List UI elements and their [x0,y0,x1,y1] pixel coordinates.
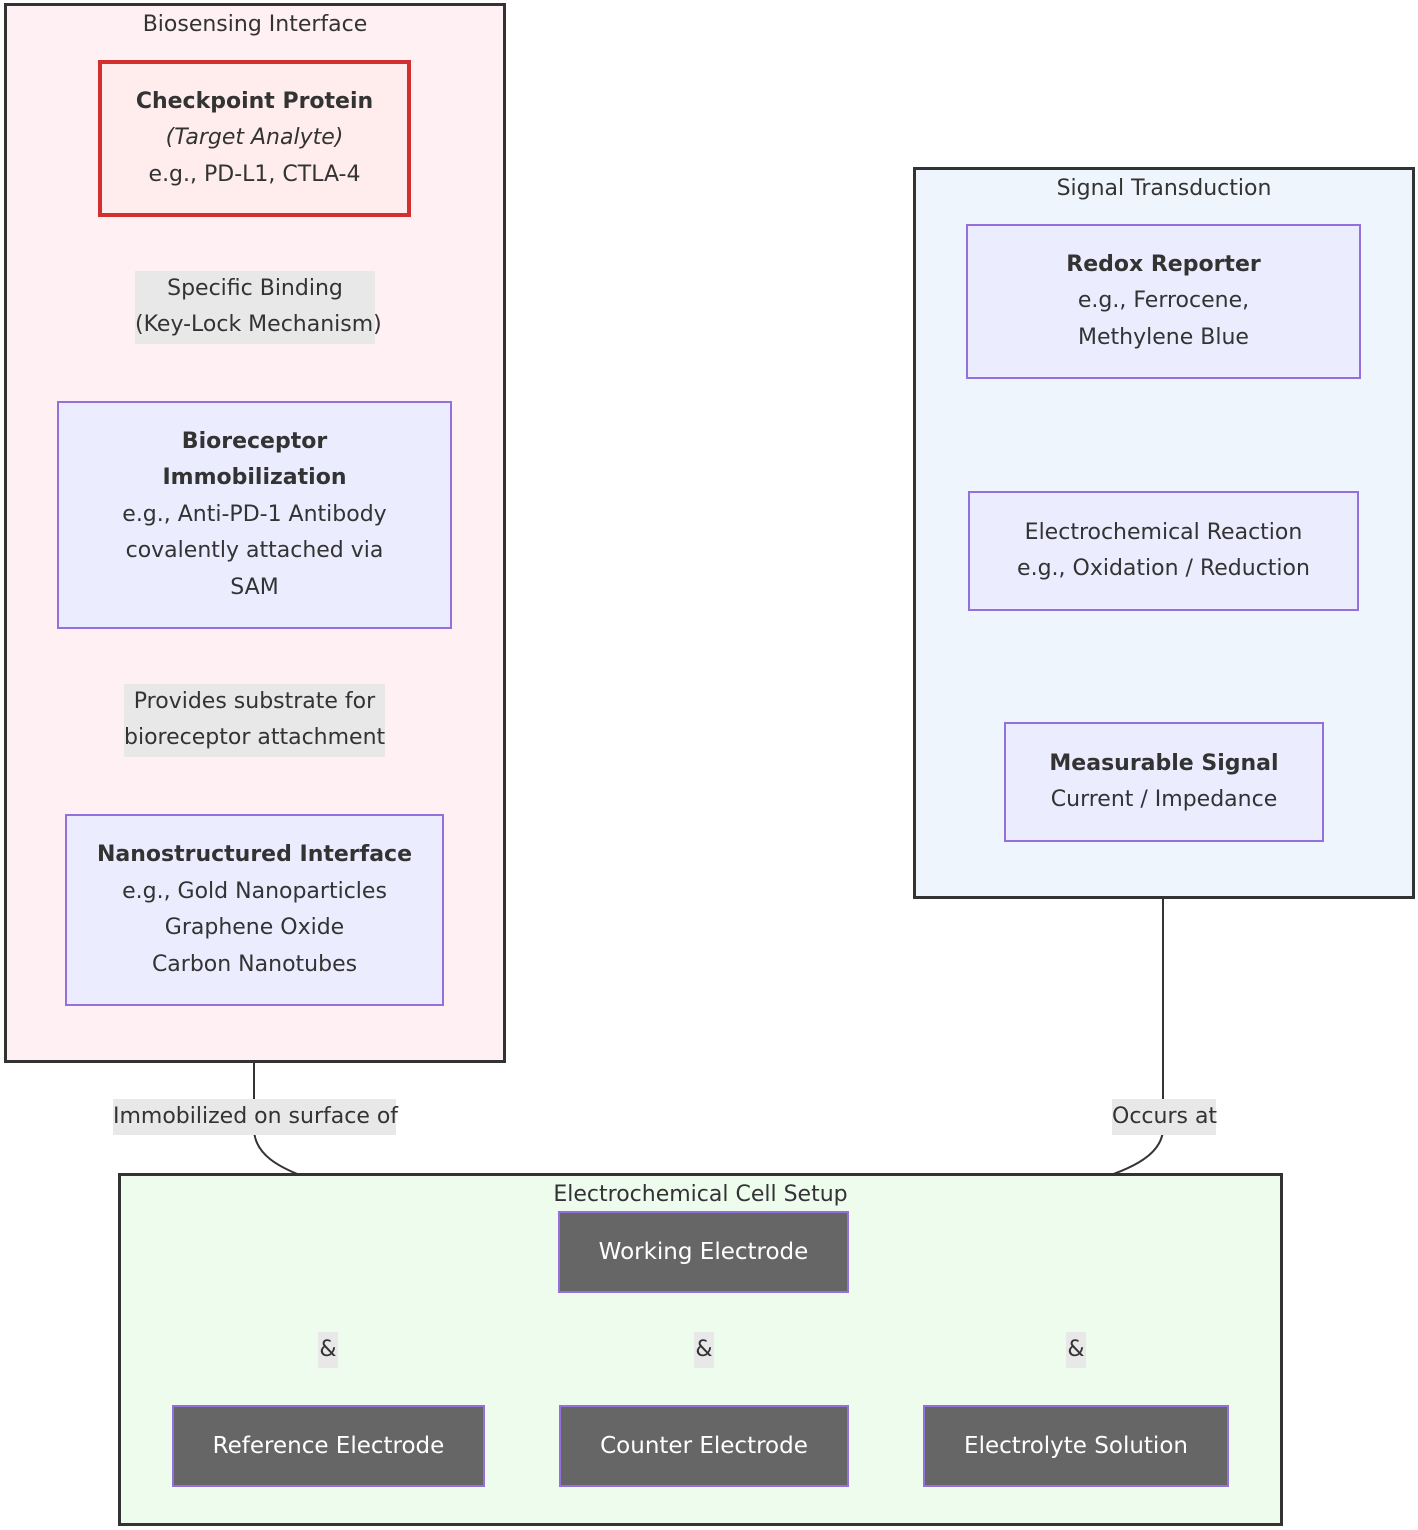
edge-label-occurs-at: Occurs at [1112,1099,1218,1135]
bioreceptor-title-line2: Immobilization [162,465,347,491]
cluster-title-signal: Signal Transduction [1056,176,1272,201]
node-redox-reporter: Redox Reporter e.g., Ferrocene, Methylen… [966,224,1361,379]
edge-label-and-electrolyte: & [1066,1332,1086,1368]
checkpoint-title: Checkpoint Protein [135,88,374,114]
nano-title: Nanostructured Interface [96,842,413,867]
node-nanostructured-interface: Nanostructured Interface e.g., Gold Nano… [65,814,444,1006]
redox-detail-line1: e.g., Ferrocene, [1077,288,1250,314]
node-electrolyte-solution: Electrolyte Solution [923,1405,1229,1487]
checkpoint-detail: e.g., PD-L1, CTLA-4 [148,161,361,187]
cluster-title-biosensing: Biosensing Interface [142,12,368,37]
edge-label-specific-binding: Specific Binding (Key-Lock Mechanism) [135,271,382,344]
node-measurable-signal: Measurable Signal Current / Impedance [1004,722,1324,842]
nano-detail-line1: e.g., Gold Nanoparticles [122,878,387,904]
bioreceptor-detail-line2: covalently attached via [125,538,384,564]
cluster-title-cell: Electrochemical Cell Setup [553,1182,848,1207]
signal-detail: Current / Impedance [1050,787,1278,812]
nano-detail-line3: Carbon Nanotubes [151,951,358,977]
bioreceptor-detail-line1: e.g., Anti-PD-1 Antibody [122,501,387,527]
reaction-line2: e.g., Oxidation / Reduction [1017,556,1310,581]
bioreceptor-title-line1: Bioreceptor [181,428,328,454]
bioreceptor-detail-line3: SAM [230,574,279,600]
node-working-electrode: Working Electrode [558,1211,849,1293]
working-electrode-label: Working Electrode [598,1239,809,1265]
and-reference-label: & [319,1337,337,1362]
binding-label-line2: (Key-Lock Mechanism) [135,312,382,337]
counter-electrode-label: Counter Electrode [600,1433,808,1459]
signal-title: Measurable Signal [1049,750,1279,776]
node-electrochemical-reaction: Electrochemical Reaction e.g., Oxidation… [968,491,1359,611]
node-checkpoint-protein: Checkpoint Protein (Target Analyte) e.g.… [98,60,411,217]
substrate-label-line2: bioreceptor attachment [124,725,386,750]
and-counter-label: & [695,1337,713,1362]
substrate-label-line1: Provides substrate for [133,689,376,714]
nano-detail-line2: Graphene Oxide [164,915,345,940]
redox-title: Redox Reporter [1066,251,1261,277]
redox-detail-line2: Methylene Blue [1078,324,1249,350]
electrolyte-solution-label: Electrolyte Solution [964,1433,1188,1459]
binding-label-line1: Specific Binding [167,276,343,301]
checkpoint-subtitle: (Target Analyte) [165,125,344,151]
edge-label-substrate: Provides substrate for bioreceptor attac… [124,684,385,757]
edge-label-immobilized: Immobilized on surface of [113,1099,399,1135]
edge-label-and-counter: & [694,1332,714,1368]
reaction-line1: Electrochemical Reaction [1024,519,1303,545]
immobilized-label: Immobilized on surface of [113,1104,399,1129]
reference-electrode-label: Reference Electrode [212,1433,445,1459]
node-bioreceptor-immobilization: Bioreceptor Immobilization e.g., Anti-PD… [57,401,452,629]
and-electrolyte-label: & [1067,1337,1085,1362]
node-reference-electrode: Reference Electrode [172,1405,485,1487]
occurs-label: Occurs at [1112,1104,1218,1129]
edge-label-and-reference: & [318,1332,338,1368]
node-counter-electrode: Counter Electrode [559,1405,849,1487]
